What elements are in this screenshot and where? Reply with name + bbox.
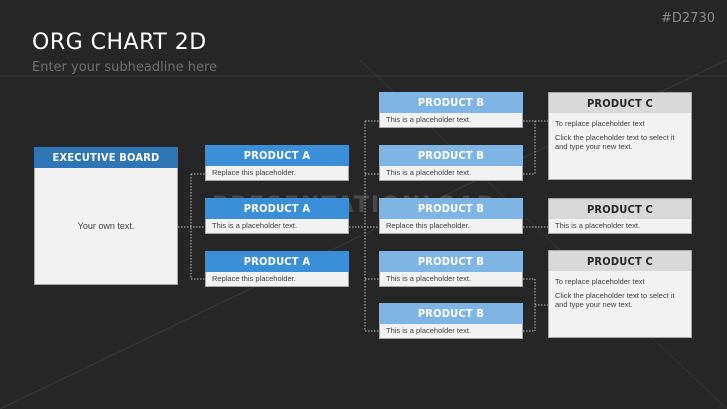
product-b-text: This is a placeholder text.: [379, 113, 523, 128]
product-a-text: Replace this placeholder.: [205, 166, 349, 181]
product-b-text: This is a placeholder text.: [379, 272, 523, 287]
product-a-box-1: PRODUCT A Replace this placeholder.: [205, 145, 349, 181]
product-b-box-5: PRODUCT B This is a placeholder text.: [379, 303, 523, 339]
product-a-text: This is a placeholder text.: [205, 219, 349, 234]
product-c-line: Click the placeholder text to select it …: [555, 291, 675, 309]
product-a-box-2: PRODUCT A This is a placeholder text.: [205, 198, 349, 234]
product-c-box-3: PRODUCT C To replace placeholder text Cl…: [548, 250, 692, 338]
product-a-text: Replace this placeholder.: [205, 272, 349, 287]
product-c-line: Click the placeholder text to select it …: [555, 133, 675, 151]
product-b-box-1: PRODUCT B This is a placeholder text.: [379, 92, 523, 128]
product-c-text: This is a placeholder text.: [548, 219, 692, 234]
page-title: ORG CHART 2D: [32, 30, 207, 55]
product-c-line: To replace placeholder text: [555, 277, 645, 286]
product-c-box-2: PRODUCT C This is a placeholder text.: [548, 198, 692, 234]
product-b-header: PRODUCT B: [379, 303, 523, 324]
product-a-header: PRODUCT A: [205, 251, 349, 272]
product-c-body: To replace placeholder text Click the pl…: [548, 113, 692, 180]
product-b-box-2: PRODUCT B This is a placeholder text.: [379, 145, 523, 181]
product-b-header: PRODUCT B: [379, 198, 523, 219]
product-b-box-3: PRODUCT B Replace this placeholder.: [379, 198, 523, 234]
page-subtitle: Enter your subheadline here: [32, 60, 217, 75]
executive-board-header: EXECUTIVE BOARD: [34, 147, 178, 168]
product-c-box-1: PRODUCT C To replace placeholder text Cl…: [548, 92, 692, 180]
product-c-header: PRODUCT C: [548, 198, 692, 219]
product-b-box-4: PRODUCT B This is a placeholder text.: [379, 251, 523, 287]
product-b-text: This is a placeholder text.: [379, 166, 523, 181]
product-a-header: PRODUCT A: [205, 145, 349, 166]
product-c-header: PRODUCT C: [548, 250, 692, 271]
product-b-header: PRODUCT B: [379, 145, 523, 166]
product-a-header: PRODUCT A: [205, 198, 349, 219]
product-b-text: This is a placeholder text.: [379, 324, 523, 339]
executive-board-box: EXECUTIVE BOARD Your own text.: [34, 147, 178, 285]
product-c-body: To replace placeholder text Click the pl…: [548, 271, 692, 338]
product-b-header: PRODUCT B: [379, 92, 523, 113]
executive-board-text: Your own text.: [34, 168, 178, 285]
product-b-text: Replace this placeholder.: [379, 219, 523, 234]
product-c-line: To replace placeholder text: [555, 119, 645, 128]
product-c-header: PRODUCT C: [548, 92, 692, 113]
slide-code: #D2730: [661, 11, 715, 26]
product-b-header: PRODUCT B: [379, 251, 523, 272]
product-a-box-3: PRODUCT A Replace this placeholder.: [205, 251, 349, 287]
